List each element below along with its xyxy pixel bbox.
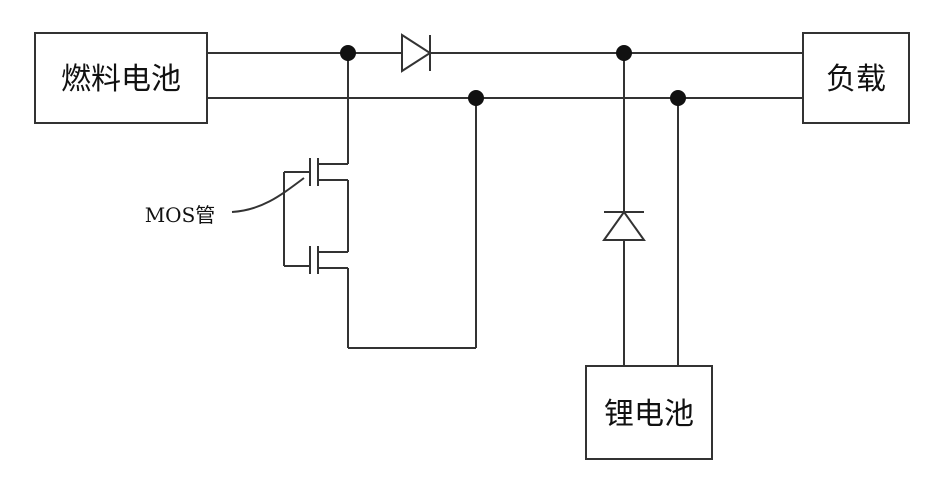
load-block: 负载 (803, 33, 909, 123)
series-diode (402, 35, 430, 71)
lithium-battery-label: 锂电池 (604, 397, 694, 432)
battery-branch (624, 53, 678, 366)
load-label: 负载 (826, 62, 886, 97)
junction-bottom-right (670, 90, 686, 106)
mos-label: MOS管 (145, 203, 216, 227)
junction-nodes (340, 45, 686, 106)
mos-leader-line (232, 178, 304, 212)
fuel-cell-block: 燃料电池 (35, 33, 207, 123)
fuel-cell-label: 燃料电池 (61, 62, 181, 97)
battery-diode (604, 212, 644, 240)
battery-diode-triangle (604, 212, 644, 240)
lithium-battery-block: 锂电池 (586, 366, 712, 459)
series-diode-triangle (402, 35, 430, 71)
mos-annotation: MOS管 (145, 178, 304, 227)
junction-bottom-left (468, 90, 484, 106)
junction-top-right (616, 45, 632, 61)
junction-top-left (340, 45, 356, 61)
